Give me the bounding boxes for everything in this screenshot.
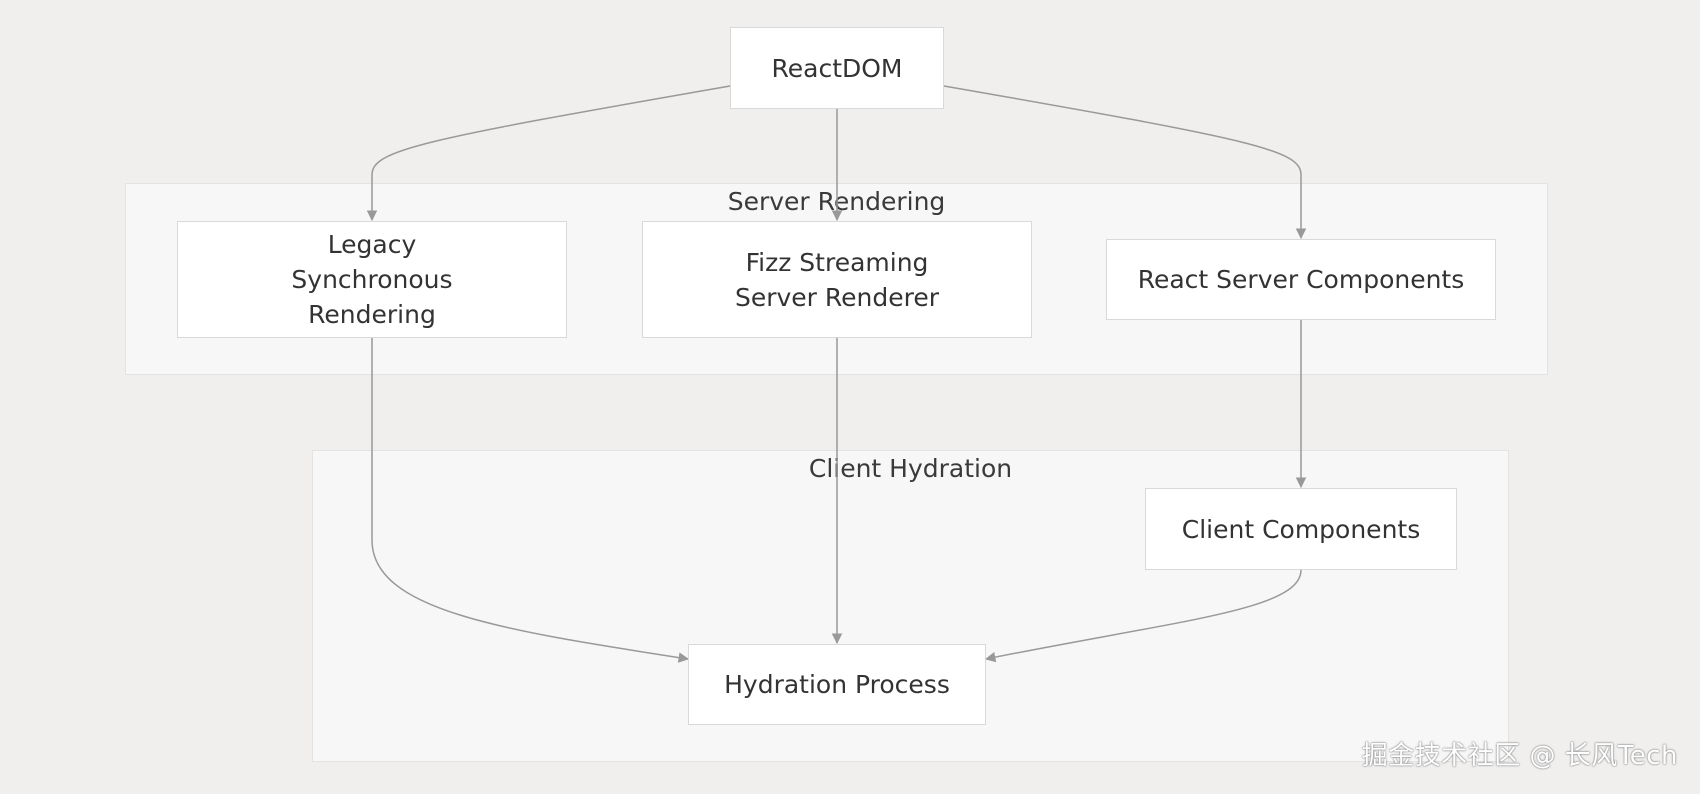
- node-hydration-process: Hydration Process: [688, 644, 986, 725]
- node-react-server-components: React Server Components: [1106, 239, 1496, 320]
- node-client-components: Client Components: [1145, 488, 1457, 570]
- node-legacy-synchronous-rendering: Legacy Synchronous Rendering: [177, 221, 567, 338]
- node-label-legacy: Legacy Synchronous Rendering: [291, 230, 453, 329]
- watermark: 掘金技术社区 @ 长风Tech: [1361, 741, 1678, 771]
- node-label-client-components: Client Components: [1181, 514, 1421, 544]
- cluster-label-client-hydration: Client Hydration: [808, 454, 1013, 483]
- node-label-hydration: Hydration Process: [724, 670, 950, 699]
- node-label-rsc: React Server Components: [1137, 265, 1465, 294]
- node-label-reactdom: ReactDOM: [771, 53, 903, 83]
- node-label-fizz: Fizz Streaming Server Renderer: [734, 247, 940, 312]
- node-reactdom: ReactDOM: [730, 27, 944, 109]
- node-fizz-streaming-server-renderer: Fizz Streaming Server Renderer: [642, 221, 1032, 338]
- cluster-label-server-rendering: Server Rendering: [727, 187, 946, 216]
